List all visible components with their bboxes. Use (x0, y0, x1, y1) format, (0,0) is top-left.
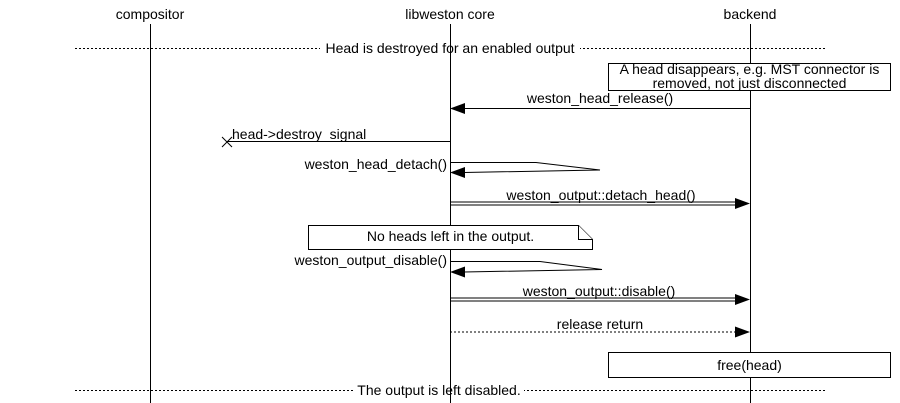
message-weston-head-detach-self (450, 162, 601, 178)
message-weston-output-disable-self (450, 261, 603, 278)
message-label-weston-head-release: weston_head_release() (526, 90, 674, 106)
message-weston-output-detach-head (450, 198, 750, 209)
message-label-weston-output-disable-self: weston_output_disable() (294, 252, 447, 268)
note-fold-corner (578, 225, 593, 240)
action-free-head-box (608, 352, 891, 378)
message-label-head-destroy-signal: head->destroy_signal (232, 126, 367, 142)
participant-libweston-core: libweston core (405, 6, 495, 22)
divider-bottom-label-bg (354, 384, 524, 397)
message-weston-output-disable-call (450, 294, 750, 305)
lost-message-x-icon (221, 136, 233, 148)
note-head-disappears-box (608, 63, 891, 91)
message-release-return (450, 326, 750, 338)
note-no-heads-left (308, 225, 593, 250)
message-head-destroy-signal (221, 136, 450, 148)
participant-backend: backend (723, 6, 777, 22)
message-label-weston-output-detach-head: weston_output::detach_head() (506, 187, 696, 203)
action-free-head-text: free(head) (717, 357, 782, 373)
note-no-heads-left-text: No heads left in the output. (366, 228, 535, 244)
divider-bottom-label: The output is left disabled. (357, 382, 520, 398)
participant-compositor: compositor (115, 6, 185, 22)
note-head-disappears-text: A head disappears, e.g. MST connector is… (619, 61, 880, 91)
message-label-weston-output-disable-call: weston_output::disable() (522, 283, 676, 299)
message-label-weston-head-detach: weston_head_detach() (304, 156, 447, 172)
message-weston-head-release (450, 103, 750, 114)
message-label-release-return: release return (556, 316, 644, 332)
